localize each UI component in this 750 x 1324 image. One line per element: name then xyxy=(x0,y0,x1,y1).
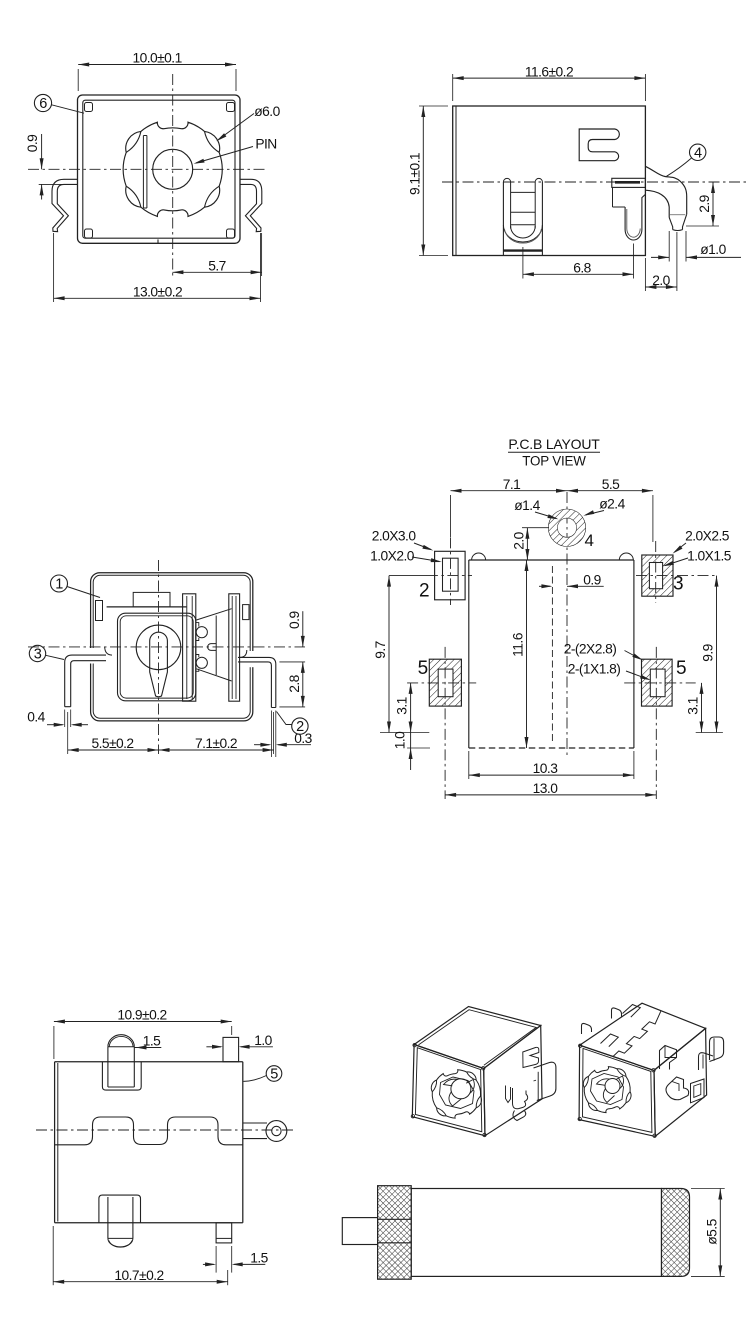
svg-text:6: 6 xyxy=(39,96,47,112)
svg-text:1.0X2.0: 1.0X2.0 xyxy=(370,549,415,564)
svg-text:11.6±0.2: 11.6±0.2 xyxy=(525,64,573,79)
svg-text:3.1: 3.1 xyxy=(395,697,410,715)
svg-text:3.1: 3.1 xyxy=(686,697,701,715)
svg-text:2: 2 xyxy=(419,580,429,601)
svg-text:1: 1 xyxy=(55,577,63,593)
svg-text:0.9: 0.9 xyxy=(583,572,601,587)
svg-text:1.0X1.5: 1.0X1.5 xyxy=(687,549,732,564)
svg-text:9.1±0.1: 9.1±0.1 xyxy=(407,153,422,195)
svg-text:13.0: 13.0 xyxy=(533,781,559,796)
svg-text:5: 5 xyxy=(676,658,686,679)
svg-text:2.0: 2.0 xyxy=(511,531,526,549)
svg-text:ø2.4: ø2.4 xyxy=(599,497,625,512)
svg-text:9.9: 9.9 xyxy=(701,643,716,661)
svg-text:5: 5 xyxy=(418,658,428,679)
svg-text:1.5: 1.5 xyxy=(143,1034,161,1049)
svg-text:TOP VIEW: TOP VIEW xyxy=(522,454,586,469)
svg-text:ø1.0: ø1.0 xyxy=(700,242,726,257)
svg-text:ø1.4: ø1.4 xyxy=(514,498,540,513)
svg-text:0.4: 0.4 xyxy=(27,710,45,725)
svg-text:5.5±0.2: 5.5±0.2 xyxy=(91,736,133,751)
svg-text:7.1: 7.1 xyxy=(503,477,521,492)
svg-text:0.9: 0.9 xyxy=(25,134,40,152)
svg-text:2.0: 2.0 xyxy=(652,273,670,288)
svg-text:10.9±0.2: 10.9±0.2 xyxy=(117,1008,166,1023)
svg-text:2.8: 2.8 xyxy=(287,674,302,692)
svg-text:ø6.0: ø6.0 xyxy=(254,104,280,119)
svg-text:1.0: 1.0 xyxy=(393,731,408,749)
svg-text:10.0±0.1: 10.0±0.1 xyxy=(132,51,181,66)
svg-text:0.9: 0.9 xyxy=(287,611,302,629)
svg-text:2-(2X2.8): 2-(2X2.8) xyxy=(564,642,617,657)
svg-text:2.0X3.0: 2.0X3.0 xyxy=(372,529,417,544)
svg-text:7.1±0.2: 7.1±0.2 xyxy=(195,736,237,751)
svg-text:2.9: 2.9 xyxy=(697,194,712,212)
svg-text:9.7: 9.7 xyxy=(373,641,388,659)
svg-text:10.7±0.2: 10.7±0.2 xyxy=(114,1268,163,1283)
svg-text:5.7: 5.7 xyxy=(208,258,226,273)
svg-text:6.8: 6.8 xyxy=(573,260,591,275)
svg-text:2: 2 xyxy=(296,719,304,735)
svg-text:PIN: PIN xyxy=(255,137,276,152)
svg-text:P.C.B LAYOUT: P.C.B LAYOUT xyxy=(508,436,600,452)
svg-text:1.5: 1.5 xyxy=(250,1251,268,1266)
svg-text:10.3: 10.3 xyxy=(533,761,559,776)
svg-text:5.5: 5.5 xyxy=(602,477,620,492)
svg-text:5: 5 xyxy=(270,1067,278,1083)
svg-text:11.6: 11.6 xyxy=(511,632,526,657)
svg-text:ø5.5: ø5.5 xyxy=(704,1218,719,1244)
svg-text:3: 3 xyxy=(673,574,683,595)
svg-text:2-(1X1.8): 2-(1X1.8) xyxy=(568,662,621,677)
svg-text:13.0±0.2: 13.0±0.2 xyxy=(133,285,182,300)
svg-text:1.0: 1.0 xyxy=(254,1033,272,1048)
svg-text:3: 3 xyxy=(34,647,42,663)
svg-text:2.0X2.5: 2.0X2.5 xyxy=(685,529,730,544)
svg-text:4: 4 xyxy=(694,145,702,161)
svg-text:4: 4 xyxy=(585,531,594,550)
